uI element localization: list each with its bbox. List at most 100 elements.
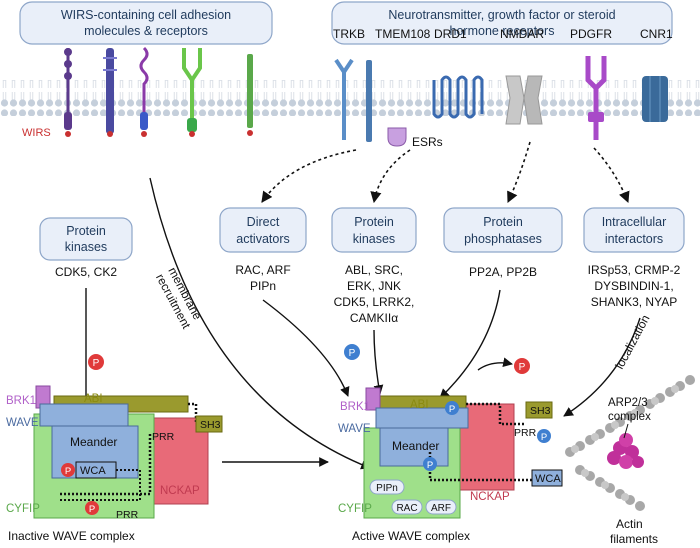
list-line: IRSp53, CRMP-2 bbox=[588, 263, 681, 277]
active-wave-label: WAVE bbox=[338, 423, 371, 435]
inactive-caption: Inactive WAVE complex bbox=[8, 529, 135, 543]
cell-membrane bbox=[0, 80, 700, 116]
inactive-sh3-label: SH3 bbox=[200, 419, 221, 431]
nmdar-receptor bbox=[505, 75, 543, 125]
pdgfr-receptor bbox=[585, 56, 607, 140]
kinases-mid-list: ABL, SRC, ERK, JNK CDK5, LRRK2, CAMKIIα bbox=[334, 263, 415, 325]
box-title-line2: kinases bbox=[353, 232, 395, 246]
phospho-label: P bbox=[449, 404, 455, 415]
tmem108-receptor bbox=[366, 60, 372, 142]
active-caption: Active WAVE complex bbox=[352, 529, 470, 543]
active-meander-label: Meander bbox=[392, 439, 439, 453]
esrs-icon bbox=[387, 127, 407, 147]
interactors-list: IRSp53, CRMP-2 DYSBINDIN-1, SHANK3, NYAP bbox=[588, 263, 681, 309]
arp23-complex bbox=[607, 423, 644, 469]
inactive-phospho-1: P bbox=[61, 463, 75, 477]
phospho-blue-badge-kinase: P bbox=[344, 344, 360, 360]
header-right-line1: Neurotransmitter, growth factor or stero… bbox=[388, 8, 615, 22]
active-abi-label: ABI bbox=[410, 399, 429, 411]
receptor-pdgfr: PDGFR bbox=[570, 27, 612, 41]
active-nckap-label: NCKAP bbox=[470, 491, 510, 503]
receptor-tmem108: TMEM108 bbox=[375, 27, 431, 41]
box-title-line1: Protein bbox=[483, 215, 523, 229]
box-title-line2: phosphatases bbox=[464, 232, 542, 246]
actin-label-line1: Actin bbox=[616, 517, 643, 531]
active-phospho-abi: P bbox=[445, 401, 459, 415]
inactive-abi-label: ABI bbox=[84, 393, 103, 405]
inactive-prr-label-2: PRR bbox=[116, 509, 139, 521]
phospho-label: P bbox=[65, 466, 71, 477]
list-line: RAC, ARF bbox=[235, 263, 290, 277]
list-line: PIPn bbox=[250, 279, 276, 293]
wirs-receptor-3 bbox=[139, 46, 149, 137]
kinases-left-list: CDK5, CK2 bbox=[55, 265, 117, 279]
active-brk1-label: BRK1 bbox=[340, 401, 370, 413]
active-arf: ARF bbox=[425, 499, 457, 515]
arp-label-line1: ARP2/3 bbox=[608, 397, 648, 409]
phospho-label: P bbox=[541, 432, 547, 443]
box-protein-kinases-mid: Protein kinases bbox=[331, 207, 417, 253]
active-phospho-prr: P bbox=[537, 429, 551, 443]
inactive-prr-label: PRR bbox=[152, 431, 175, 443]
active-pipn: PIPn bbox=[369, 479, 405, 495]
arf-text: ARF bbox=[431, 503, 451, 514]
box-direct-activators: Direct activators bbox=[219, 207, 307, 253]
box-title-line1: Intracellular bbox=[602, 215, 667, 229]
header-left-line1: WIRS-containing cell adhesion bbox=[61, 8, 231, 22]
localization-label: localization bbox=[612, 312, 652, 371]
arp-label-line2: complex bbox=[608, 411, 651, 423]
list-line: DYSBINDIN-1, bbox=[594, 279, 673, 293]
header-right-line2: hormone receptors bbox=[450, 24, 555, 38]
drd1-receptor bbox=[432, 75, 484, 119]
inhibition-line bbox=[78, 288, 94, 407]
box-title-line2: activators bbox=[236, 232, 290, 246]
dephospho-arrow bbox=[477, 357, 513, 371]
box-title-line1: Protein bbox=[354, 215, 394, 229]
header-left: WIRS-containing cell adhesion molecules … bbox=[19, 1, 273, 45]
inactive-nckap-label: NCKAP bbox=[160, 485, 200, 497]
active-wca-label: WCA bbox=[535, 473, 561, 485]
esrs-label: ESRs bbox=[412, 135, 443, 149]
box-protein-kinases-left: Protein kinases bbox=[39, 217, 133, 261]
list-line: SHANK3, NYAP bbox=[591, 295, 677, 309]
receptor-trkb: TRKB bbox=[333, 27, 365, 41]
inactive-cyfip-label: CYFIP bbox=[6, 503, 40, 515]
activators-list: RAC, ARF PIPn bbox=[235, 263, 290, 293]
inactive-wca-label: WCA bbox=[80, 465, 106, 477]
inactive-meander-label: Meander bbox=[70, 435, 117, 449]
wirs-receptor-4 bbox=[182, 48, 202, 137]
rac-text: RAC bbox=[396, 503, 417, 514]
actin-filaments bbox=[565, 375, 695, 511]
wirs-receptor-5 bbox=[247, 54, 253, 136]
active-prr-label: PRR bbox=[514, 427, 537, 439]
box-title-line1: Protein bbox=[66, 224, 106, 238]
phospho-label: P bbox=[89, 504, 95, 515]
active-rac: RAC bbox=[391, 499, 423, 515]
phospho-red-badge-2: P bbox=[514, 358, 530, 374]
phospho-red-badge: P bbox=[88, 354, 104, 370]
phospho-label: P bbox=[349, 348, 356, 359]
header-right: Neurotransmitter, growth factor or stero… bbox=[331, 1, 673, 45]
active-cyfip-label: CYFIP bbox=[338, 503, 372, 515]
active-sh3-label: SH3 bbox=[530, 405, 551, 417]
box-protein-phosphatases: Protein phosphatases bbox=[443, 207, 563, 253]
inactive-brk1-label: BRK1 bbox=[6, 395, 36, 407]
receptor-cnr1: CNR1 bbox=[640, 27, 673, 41]
box-title-line2: kinases bbox=[65, 240, 107, 254]
list-line: ABL, SRC, bbox=[345, 263, 403, 277]
cnr1-receptor bbox=[642, 76, 668, 122]
phospho-label: P bbox=[519, 362, 526, 373]
box-title-line1: Direct bbox=[247, 215, 280, 229]
receptor-nmdar: NMDAR bbox=[500, 27, 544, 41]
list-line: CAMKIIα bbox=[350, 311, 398, 325]
phospho-label: P bbox=[93, 358, 100, 369]
box-intracellular-interactors: Intracellular interactors bbox=[583, 207, 685, 253]
list-line: CDK5, LRRK2, bbox=[334, 295, 415, 309]
membrane-recruitment-label: membrane recruitment bbox=[153, 265, 205, 332]
wirs-receptor-2 bbox=[103, 48, 117, 137]
list-line: ERK, JNK bbox=[347, 279, 401, 293]
inactive-wave-complex bbox=[33, 385, 223, 519]
inactive-wave-label: WAVE bbox=[6, 417, 39, 429]
actin-label-line2: filaments bbox=[610, 532, 658, 546]
signal-arrows bbox=[261, 141, 630, 204]
